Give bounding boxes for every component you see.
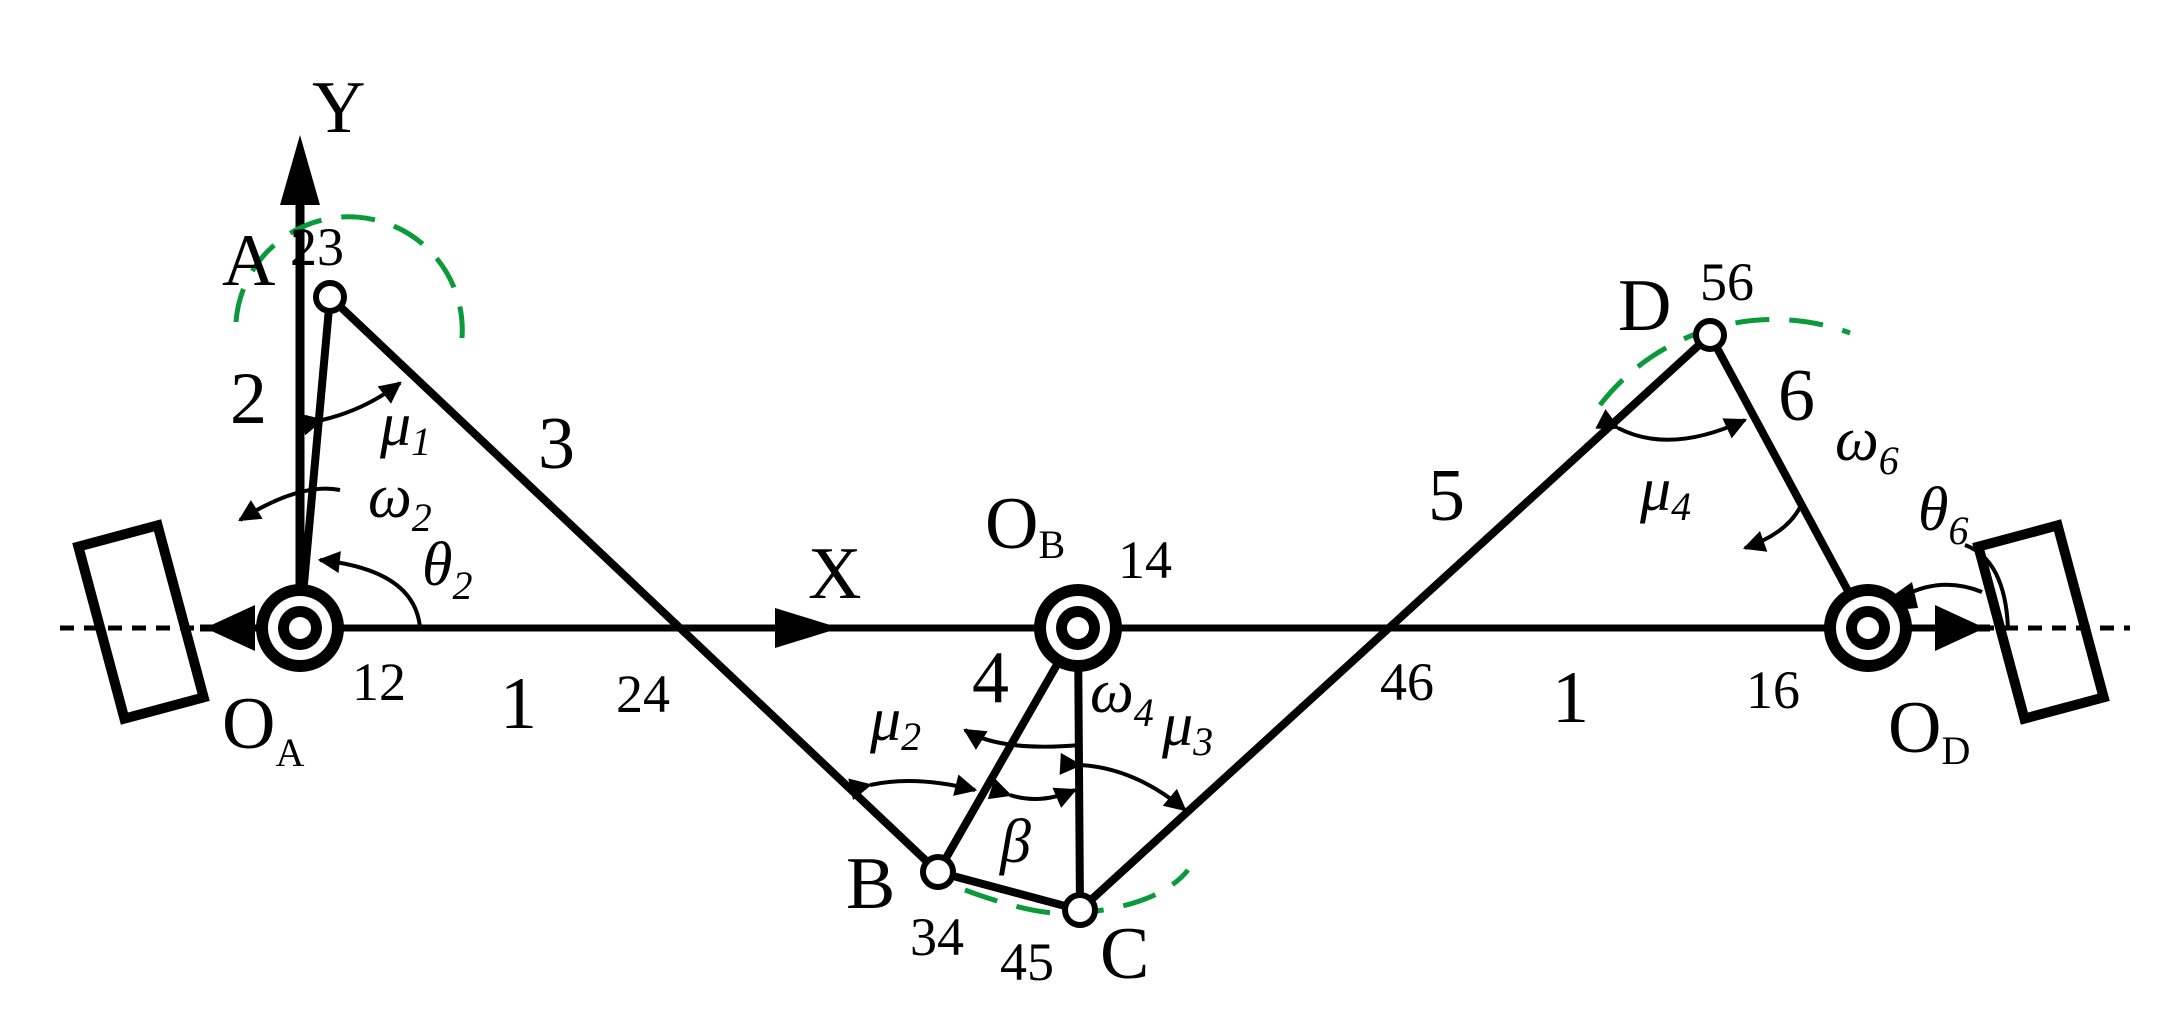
joint-14-label: 14 [1118,530,1172,590]
joint-ob [1034,584,1122,672]
link-2 [296,296,334,629]
joint-34-label: 34 [910,907,964,967]
x-axis-arrow [775,608,840,648]
joint-c [1062,892,1098,928]
joint-23-label: 23 [290,217,344,277]
point-a-label: A [222,220,275,302]
joint-12-label: 12 [352,652,406,712]
link-3 [327,294,941,875]
mu3-label: μ3 [1161,691,1213,764]
joint-a [313,280,347,314]
link-4-ob-b [934,626,1082,874]
left-slider-block [72,519,210,725]
joint-45-label: 45 [1000,932,1054,992]
omega2-label: ω2 [368,463,432,540]
point-oa-label: OA [222,683,304,775]
theta6-label: θ6 [1918,476,1968,553]
link-2-label: 2 [230,358,267,440]
joint-oa [256,584,344,672]
link-3-label: 3 [538,403,575,485]
y-axis-label: Y [312,67,365,149]
mu2-label: μ2 [869,686,921,759]
joint-od [1824,584,1912,672]
joint-d [1693,318,1727,352]
right-slider-block [1972,519,2110,725]
point-b-label: B [846,843,895,925]
joint-16-label: 16 [1746,660,1800,720]
theta6-arc [1964,543,2010,629]
angle-arcs [238,381,1983,812]
point-ob-label: OB [985,483,1065,567]
beta-label: β [999,808,1031,876]
theta2-label: θ2 [422,531,472,608]
link-6 [1706,333,1872,630]
mu1-label: μ1 [379,391,431,464]
link-1-left-label: 1 [500,663,537,745]
left-pivot-arrow [205,605,255,651]
right-pivot-arrow [1935,605,1985,651]
omega6-label: ω6 [1835,406,1899,483]
joint-56-label: 56 [1700,252,1754,312]
joint-24-label: 24 [616,664,670,724]
joint-b [920,854,956,890]
x-axis-label: X [808,533,861,615]
joint-46-label: 46 [1380,652,1434,712]
omega4-label: ω4 [1090,658,1154,735]
link-6-label: 6 [1778,355,1815,437]
link-4-label: 4 [972,637,1009,719]
link-1-right-label: 1 [1552,657,1589,739]
y-axis-arrow [280,135,320,205]
point-d-label: D [1618,265,1671,347]
point-od-label: OD [1888,687,1970,773]
point-c-label: C [1100,913,1149,995]
mu4-label: μ4 [1639,456,1691,529]
link-5 [1077,332,1713,913]
link-5-label: 5 [1428,455,1465,537]
link-4-b-c [936,868,1082,914]
